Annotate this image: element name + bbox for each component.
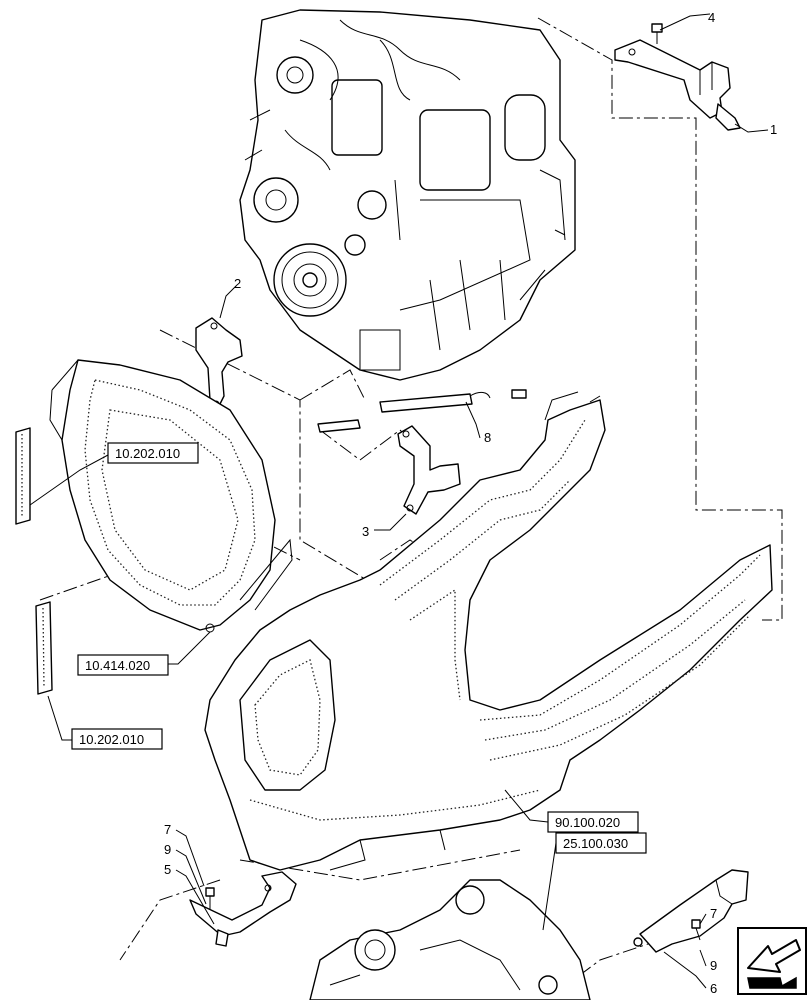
callout-6: 6 [710,981,717,996]
reference-box-10-202-010-upper[interactable]: 10.202.010 [107,442,199,464]
front-frame [204,391,773,871]
fan-shroud [49,359,293,633]
page-turn-arrow-icon[interactable] [737,927,807,995]
engine-block [239,9,576,381]
bolt-part-4 [651,23,663,44]
strap-part-8 [317,389,527,433]
callout-1: 1 [770,122,777,137]
seal-strip-lower [35,601,53,695]
callout-3: 3 [362,524,369,539]
reference-code: 25.100.030 [563,836,628,851]
reference-code: 90.100.020 [555,815,620,830]
reference-code: 10.202.010 [79,732,144,747]
reference-box-10-414-020[interactable]: 10.414.020 [77,654,169,676]
bolt-part-7-left [205,887,215,910]
bracket-part-3 [397,425,461,515]
reference-code: 10.414.020 [85,658,150,673]
callout-4: 4 [708,10,715,25]
lower-casting [309,879,591,1000]
callout-2: 2 [234,276,241,291]
bracket-part-1 [614,39,741,131]
reference-box-10-202-010-lower[interactable]: 10.202.010 [71,728,163,750]
callout-9-right: 9 [710,958,717,973]
reference-box-25-100-030[interactable]: 25.100.030 [555,832,647,854]
reference-boxes: 10.202.010 10.414.020 10.202.010 90.100.… [71,442,647,854]
reference-box-90-100-020[interactable]: 90.100.020 [547,811,639,833]
seal-strip-upper [15,427,31,525]
callout-7-left: 7 [164,822,171,837]
callout-labels: 4 1 2 8 3 7 9 5 7 9 6 [164,10,777,996]
callout-9-left: 9 [164,842,171,857]
reference-code: 10.202.010 [115,446,180,461]
assembly-lines [39,17,783,991]
callout-5: 5 [164,862,171,877]
leader-lines [29,13,769,989]
callout-8: 8 [484,430,491,445]
callout-7-right: 7 [710,906,717,921]
bracket-part-5 [189,871,297,947]
bracket-part-6 [633,869,749,953]
